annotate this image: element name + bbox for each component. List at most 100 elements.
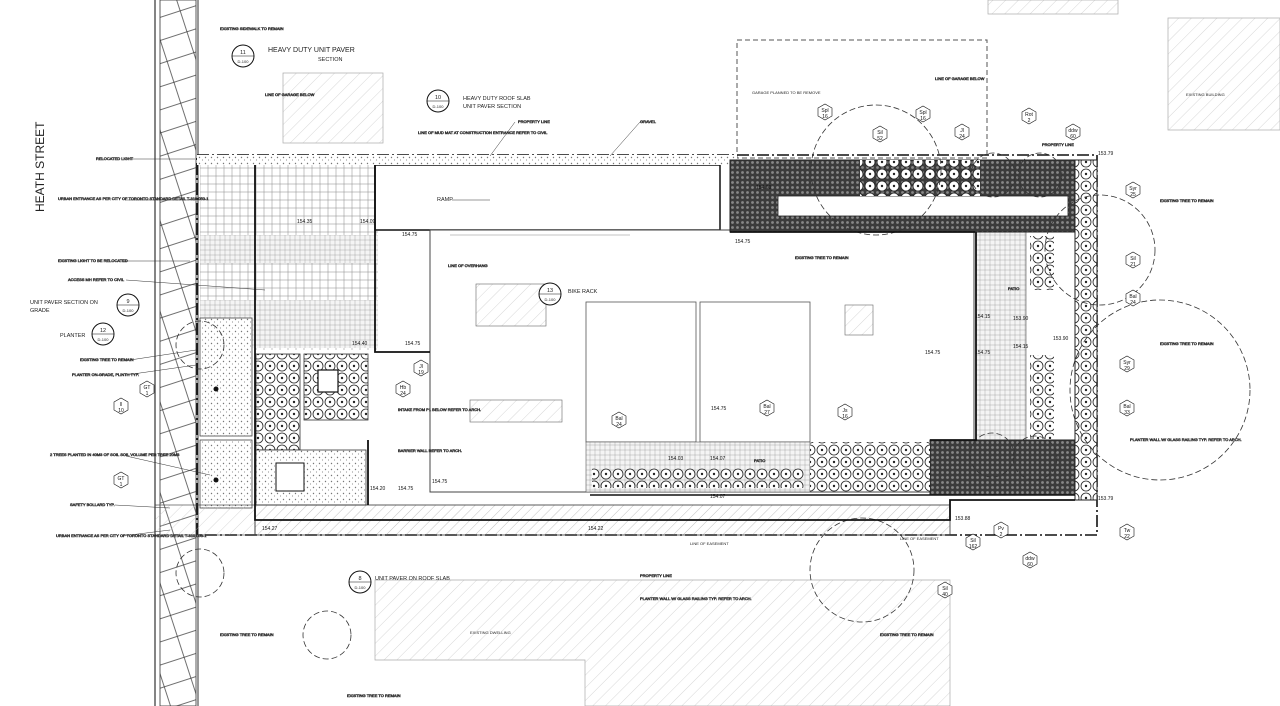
svg-text:Js: Js [843,408,849,414]
svg-text:URBAN ENTRANCE AS PER CITY OF: URBAN ENTRANCE AS PER CITY OF TORONTO ST… [56,533,207,538]
svg-text:GT: GT [144,385,151,391]
svg-text:154.75: 154.75 [711,406,727,412]
svg-text:EXISTING TREE TO REMAIN: EXISTING TREE TO REMAIN [880,632,934,637]
svg-text:2: 2 [1000,532,1003,538]
svg-text:8: 8 [358,576,361,582]
callout-planter: 12 D-100 PLANTER [60,322,115,346]
svg-text:60: 60 [1070,134,1076,140]
svg-text:22: 22 [1124,534,1130,540]
svg-text:EXISTING TREE TO REMAIN: EXISTING TREE TO REMAIN [220,632,274,637]
svg-text:PROPERTY LINE: PROPERTY LINE [1042,142,1074,147]
gravel-bed-south [255,449,367,506]
east-strip [1074,159,1098,501]
shrub-bed-1 [255,353,301,451]
svg-text:24: 24 [616,422,622,428]
svg-text:13: 13 [547,288,553,294]
svg-text:154.22: 154.22 [588,526,604,532]
svg-text:1: 1 [146,391,149,397]
easement-label: LINE OF EASEMENT [690,541,729,546]
svg-text:25: 25 [1130,192,1136,198]
svg-text:D-100: D-100 [238,59,250,64]
svg-text:PATIO: PATIO [754,458,765,463]
svg-text:153.79: 153.79 [1098,496,1114,502]
svg-text:24: 24 [400,391,406,397]
svg-text:27: 27 [764,410,770,416]
svg-text:Bal: Bal [1123,404,1130,410]
svg-text:UNIT PAVER SECTION: UNIT PAVER SECTION [463,104,521,110]
svg-text:Syr: Syr [1129,186,1137,192]
svg-text:154.75: 154.75 [975,350,991,356]
small-hatched-building [282,72,384,144]
easement-label-2: LINE OF EASEMENT [900,536,939,541]
callout-heavy-duty-unit-paver: 11 D-100 HEAVY DUTY UNIT PAVER SECTION [231,44,355,68]
existing-dwelling-bottom [374,579,951,706]
svg-text:ACCESS MH REFER TO CIVIL: ACCESS MH REFER TO CIVIL [68,277,125,282]
svg-text:SECTION: SECTION [318,57,342,63]
svg-text:154.40: 154.40 [352,341,368,347]
svg-text:154.75: 154.75 [925,350,941,356]
tree-canopies [175,104,1251,660]
svg-text:EXISTING TREE TO REMAIN: EXISTING TREE TO REMAIN [1160,198,1214,203]
svg-text:ddw: ddw [1025,556,1035,562]
svg-text:154.20: 154.20 [370,486,386,492]
svg-text:PATIO: PATIO [1008,286,1019,291]
svg-text:D-100: D-100 [98,337,110,342]
svg-text:GT: GT [118,476,125,482]
svg-text:GRAVEL: GRAVEL [640,119,657,124]
garage-to-remove [736,39,988,159]
svg-text:RELOCATED LIGHT: RELOCATED LIGHT [96,156,134,161]
svg-text:9: 9 [126,299,129,305]
svg-text:EXISTING TREE TO REMAIN: EXISTING TREE TO REMAIN [1160,341,1214,346]
svg-text:Hb: Hb [400,385,407,391]
callout-heavy-duty-roof-slab: 10 D-100 HEAVY DUTY ROOF SLAB UNIT PAVER… [426,89,531,113]
existing-building-label: EXISTING BUILDING [1186,92,1225,97]
svg-text:EXISTING TREE TO REMAIN: EXISTING TREE TO REMAIN [347,693,401,698]
svg-text:10: 10 [435,95,441,101]
svg-text:154.03: 154.03 [668,456,684,462]
svg-text:154.75: 154.75 [432,479,448,485]
svg-text:154.15: 154.15 [1013,344,1029,350]
street-label: HEATH STREET [33,121,47,212]
svg-text:LINE OF MUD MAT AT CONSTRUCTIO: LINE OF MUD MAT AT CONSTRUCTION ENTRANCE… [418,130,548,135]
svg-text:Tw: Tw [1124,528,1131,534]
svg-text:154.75: 154.75 [402,232,418,238]
svg-text:12: 12 [100,328,106,334]
svg-text:HEAVY DUTY ROOF SLAB: HEAVY DUTY ROOF SLAB [463,96,531,102]
svg-text:11: 11 [240,50,246,56]
svg-text:Sil: Sil [970,538,976,544]
svg-text:PLANTER ON-GRADE, PLINTH TYP.: PLANTER ON-GRADE, PLINTH TYP. [72,372,139,377]
svg-text:153.79: 153.79 [1098,151,1114,157]
svg-text:EXISTING TREE TO REMAIN: EXISTING TREE TO REMAIN [795,255,849,260]
garage-label: GARAGE PLANNED TO BE REMOVE [752,90,821,95]
svg-text:154.09: 154.09 [360,219,376,225]
svg-text:19: 19 [418,370,424,376]
svg-text:Il: Il [120,402,123,408]
svg-text:GRADE: GRADE [30,308,50,314]
svg-text:153.88: 153.88 [955,516,971,522]
svg-text:2: 2 [1028,118,1031,124]
svg-text:PLANTER WALL W/ GLASS RAILING: PLANTER WALL W/ GLASS RAILING TYP. REFER… [640,596,752,601]
svg-text:154.60: 154.60 [756,185,772,191]
svg-text:Jl: Jl [960,128,964,134]
svg-text:162: 162 [969,544,978,550]
svg-text:BIKE RACK: BIKE RACK [568,289,598,295]
top-notes: LINE OF GARAGE BELOW LINE OF MUD MAT AT … [265,76,1242,638]
svg-text:10: 10 [118,408,124,414]
svg-text:HEAVY DUTY UNIT PAVER: HEAVY DUTY UNIT PAVER [268,47,355,54]
svg-text:33: 33 [1124,410,1130,416]
svg-text:154.75: 154.75 [735,239,751,245]
spot-elevations: 154.35 154.09 154.75 154.40 154.75 154.2… [262,151,1114,532]
svg-text:PROPERTY LINE: PROPERTY LINE [518,119,550,124]
svg-text:URBAN ENTRANCE AS PER CITY OF: URBAN ENTRANCE AS PER CITY OF TORONTO ST… [58,196,209,201]
svg-text:16: 16 [842,414,848,420]
svg-text:154.35: 154.35 [297,219,313,225]
existing-dwelling-label: EXISTING DWELLING [470,630,511,635]
svg-text:D-100: D-100 [355,585,367,590]
svg-text:154.75: 154.75 [405,341,421,347]
existing-building-right [1167,17,1280,131]
svg-text:153.90: 153.90 [1013,316,1029,322]
svg-text:Spl: Spl [821,108,828,114]
svg-text:Pv: Pv [998,526,1004,532]
west-notes: EXISTING SIDEWALK TO REMAIN RELOCATED LI… [50,26,401,699]
svg-text:Sil: Sil [877,130,883,136]
